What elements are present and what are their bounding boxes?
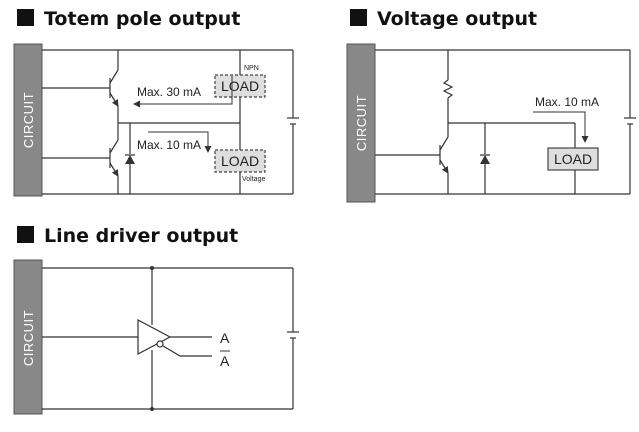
load-box-npn — [214, 74, 266, 98]
load-label-npn: LOAD — [221, 78, 259, 94]
load-label-voltage: LOAD — [221, 153, 259, 169]
line-driver-title: Line driver output — [44, 225, 238, 247]
voltage-output-title: Voltage output — [377, 8, 537, 30]
section-bullet-icon — [17, 226, 34, 243]
current-arrow-upper — [133, 76, 233, 108]
totem-pole-title: Totem pole output — [44, 8, 240, 30]
circuit-label: CIRCUIT — [21, 310, 36, 366]
current-arrow-lower — [148, 131, 212, 153]
section-bullet-icon — [350, 9, 367, 26]
voltage-output-diagram: Voltage output CIRCUIT — [346, 8, 636, 203]
voltage-label: Voltage — [242, 176, 265, 183]
resistor-icon — [442, 50, 454, 123]
circuit-label: CIRCUIT — [21, 92, 36, 148]
current-label-upper: Max. 30 mA — [137, 85, 201, 99]
current-label-lower: Max. 10 mA — [137, 138, 201, 152]
circuit-block — [346, 43, 376, 203]
current-arrow — [533, 111, 589, 143]
upper-transistor-icon — [42, 50, 119, 123]
totem-pole-diagram: Totem pole output CIRCUIT — [13, 8, 299, 197]
diode-icon — [125, 123, 135, 194]
output-a-bar-label: A — [220, 353, 230, 369]
section-bullet-icon — [17, 9, 34, 26]
line-driver-diagram: Line driver output CIRCUIT A A — [13, 225, 299, 415]
transistor-icon — [375, 123, 449, 194]
circuit-label: CIRCUIT — [354, 95, 369, 151]
diode-icon — [480, 123, 490, 194]
circuit-block — [13, 259, 43, 415]
power-supply-icon — [287, 331, 299, 339]
load-label: LOAD — [554, 151, 592, 167]
power-supply-icon — [287, 117, 299, 125]
npn-label: NPN — [244, 65, 259, 72]
lower-transistor-icon — [42, 123, 119, 194]
current-label: Max. 10 mA — [535, 95, 599, 109]
circuit-block — [13, 43, 43, 197]
load-box — [547, 147, 599, 171]
line-driver-buffer-icon — [137, 319, 172, 355]
output-a-label: A — [220, 330, 230, 346]
power-supply-icon — [624, 117, 636, 125]
